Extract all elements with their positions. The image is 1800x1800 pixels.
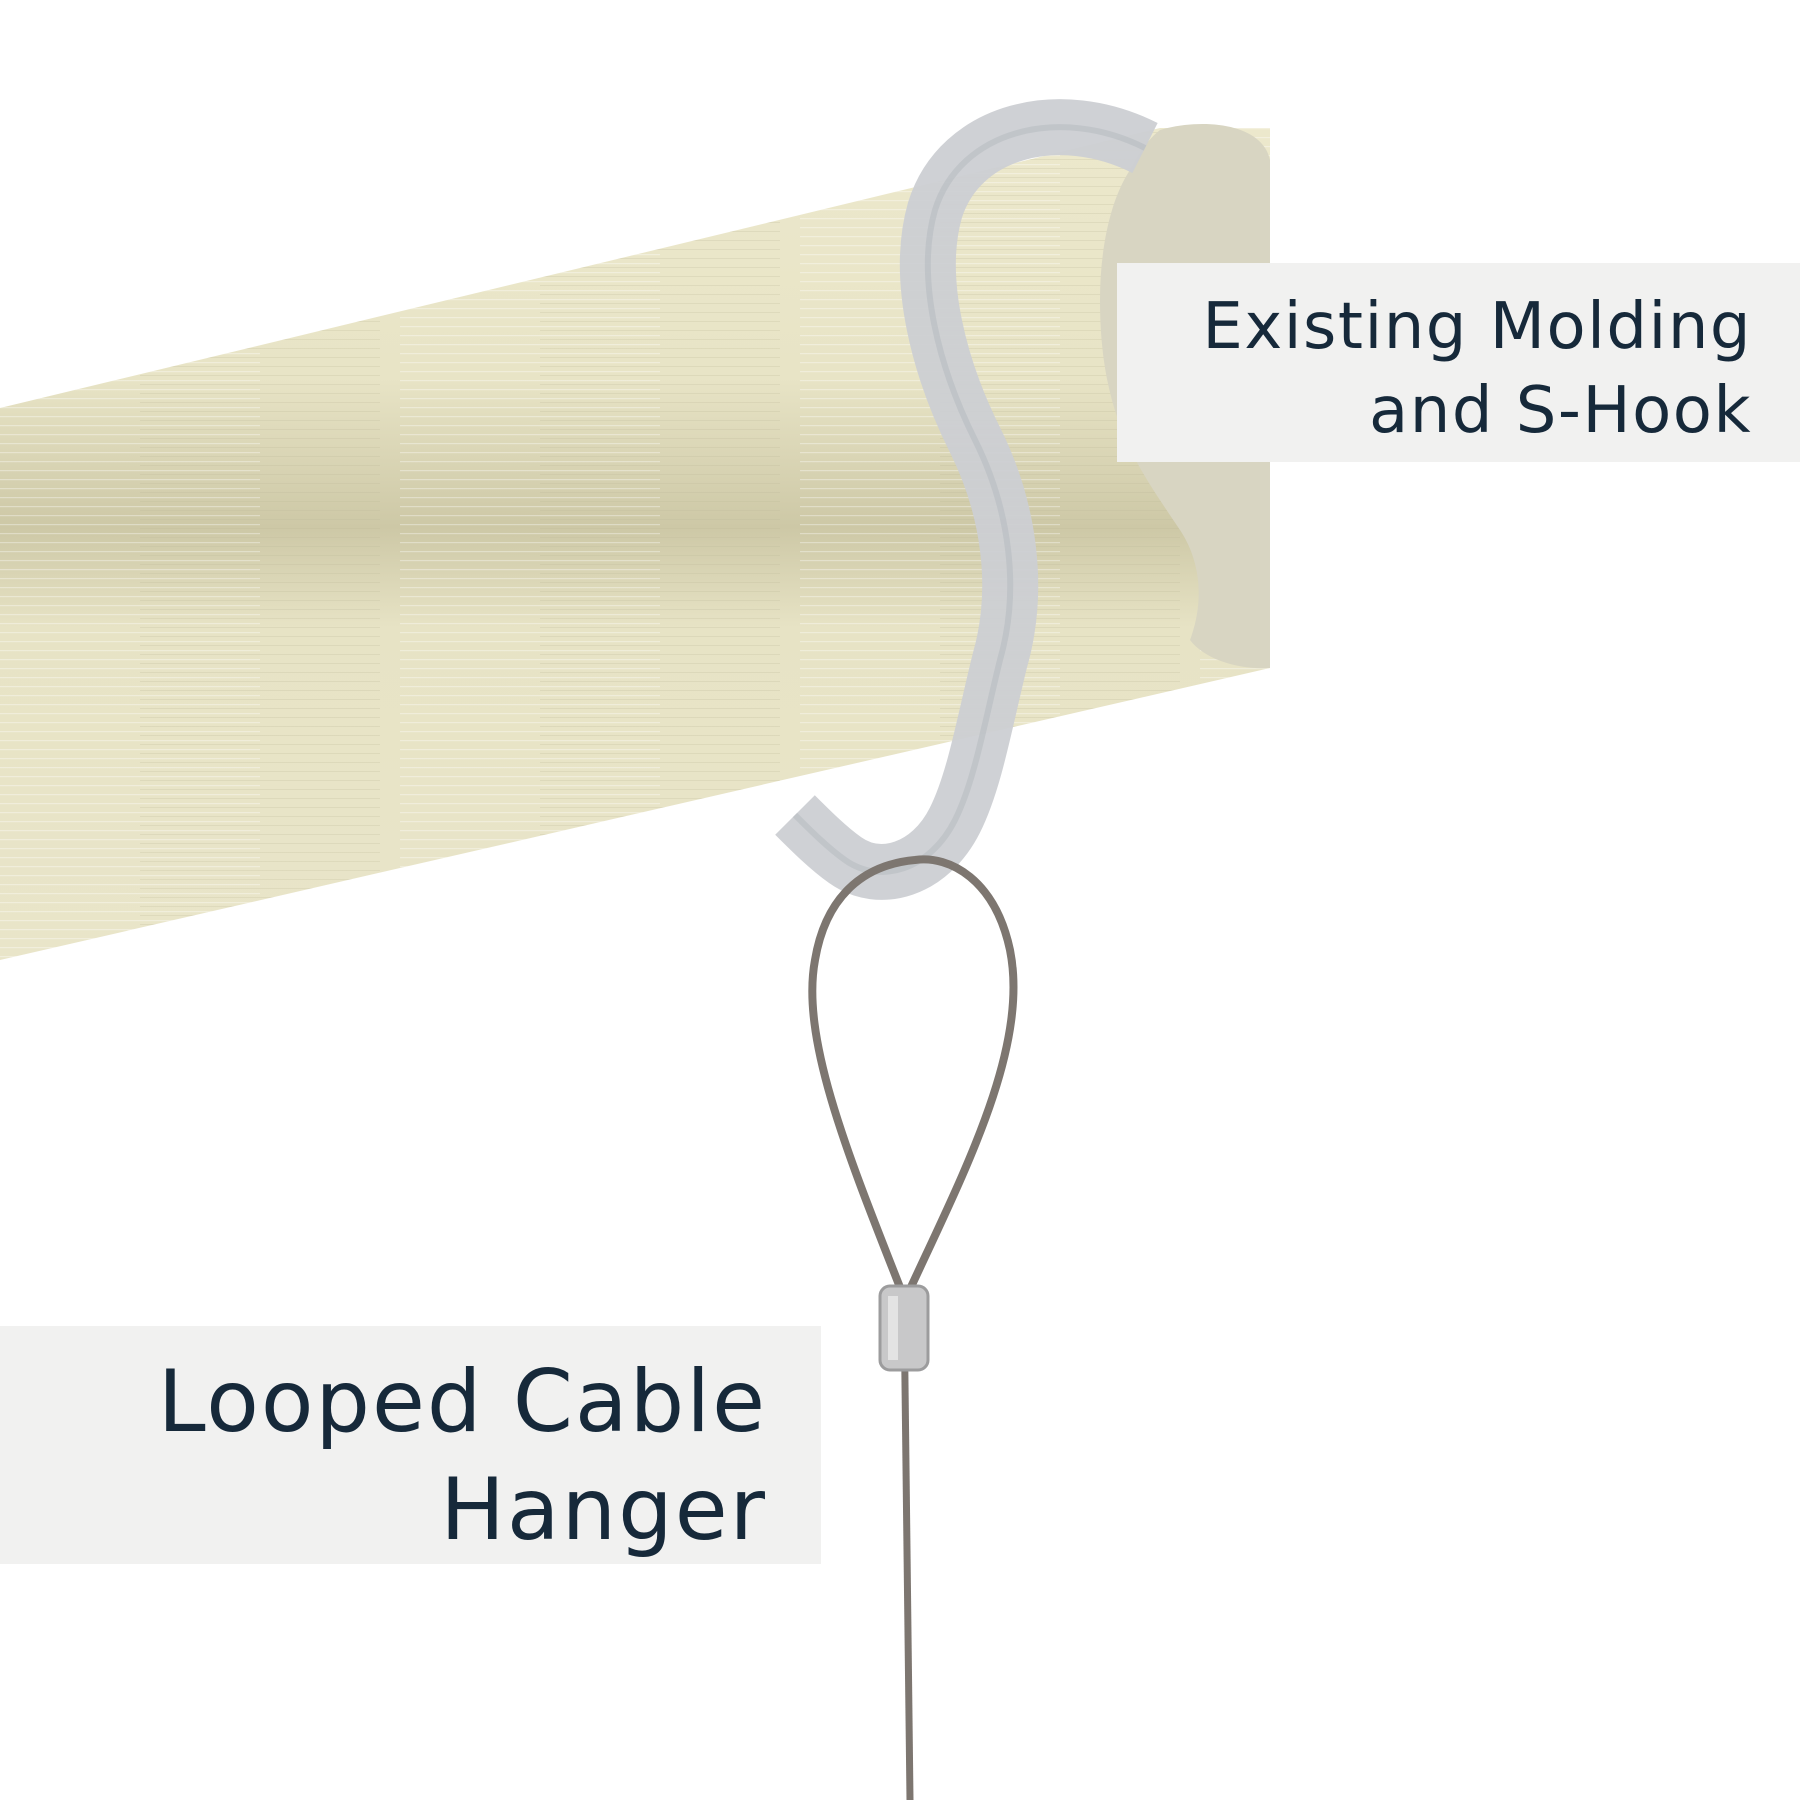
molding-hook-label: Existing Molding and S-Hook — [1117, 263, 1800, 462]
cable-line — [900, 1299, 914, 1800]
cable-loop-icon — [808, 855, 1018, 1800]
cable-loop-path — [808, 855, 1018, 1304]
cable-label-line2: Hanger — [440, 1460, 767, 1560]
molding-label-line2: and S-Hook — [1369, 374, 1752, 448]
cable-label-line1: Looped Cable — [157, 1352, 767, 1452]
crimp-sleeve-icon — [878, 1284, 930, 1372]
cable-hanger-label: Looped Cable Hanger — [0, 1326, 821, 1564]
picture-rail-molding — [0, 123, 1270, 960]
molding-label-line1: Existing Molding — [1202, 290, 1752, 364]
molding-streaks — [0, 128, 1270, 960]
